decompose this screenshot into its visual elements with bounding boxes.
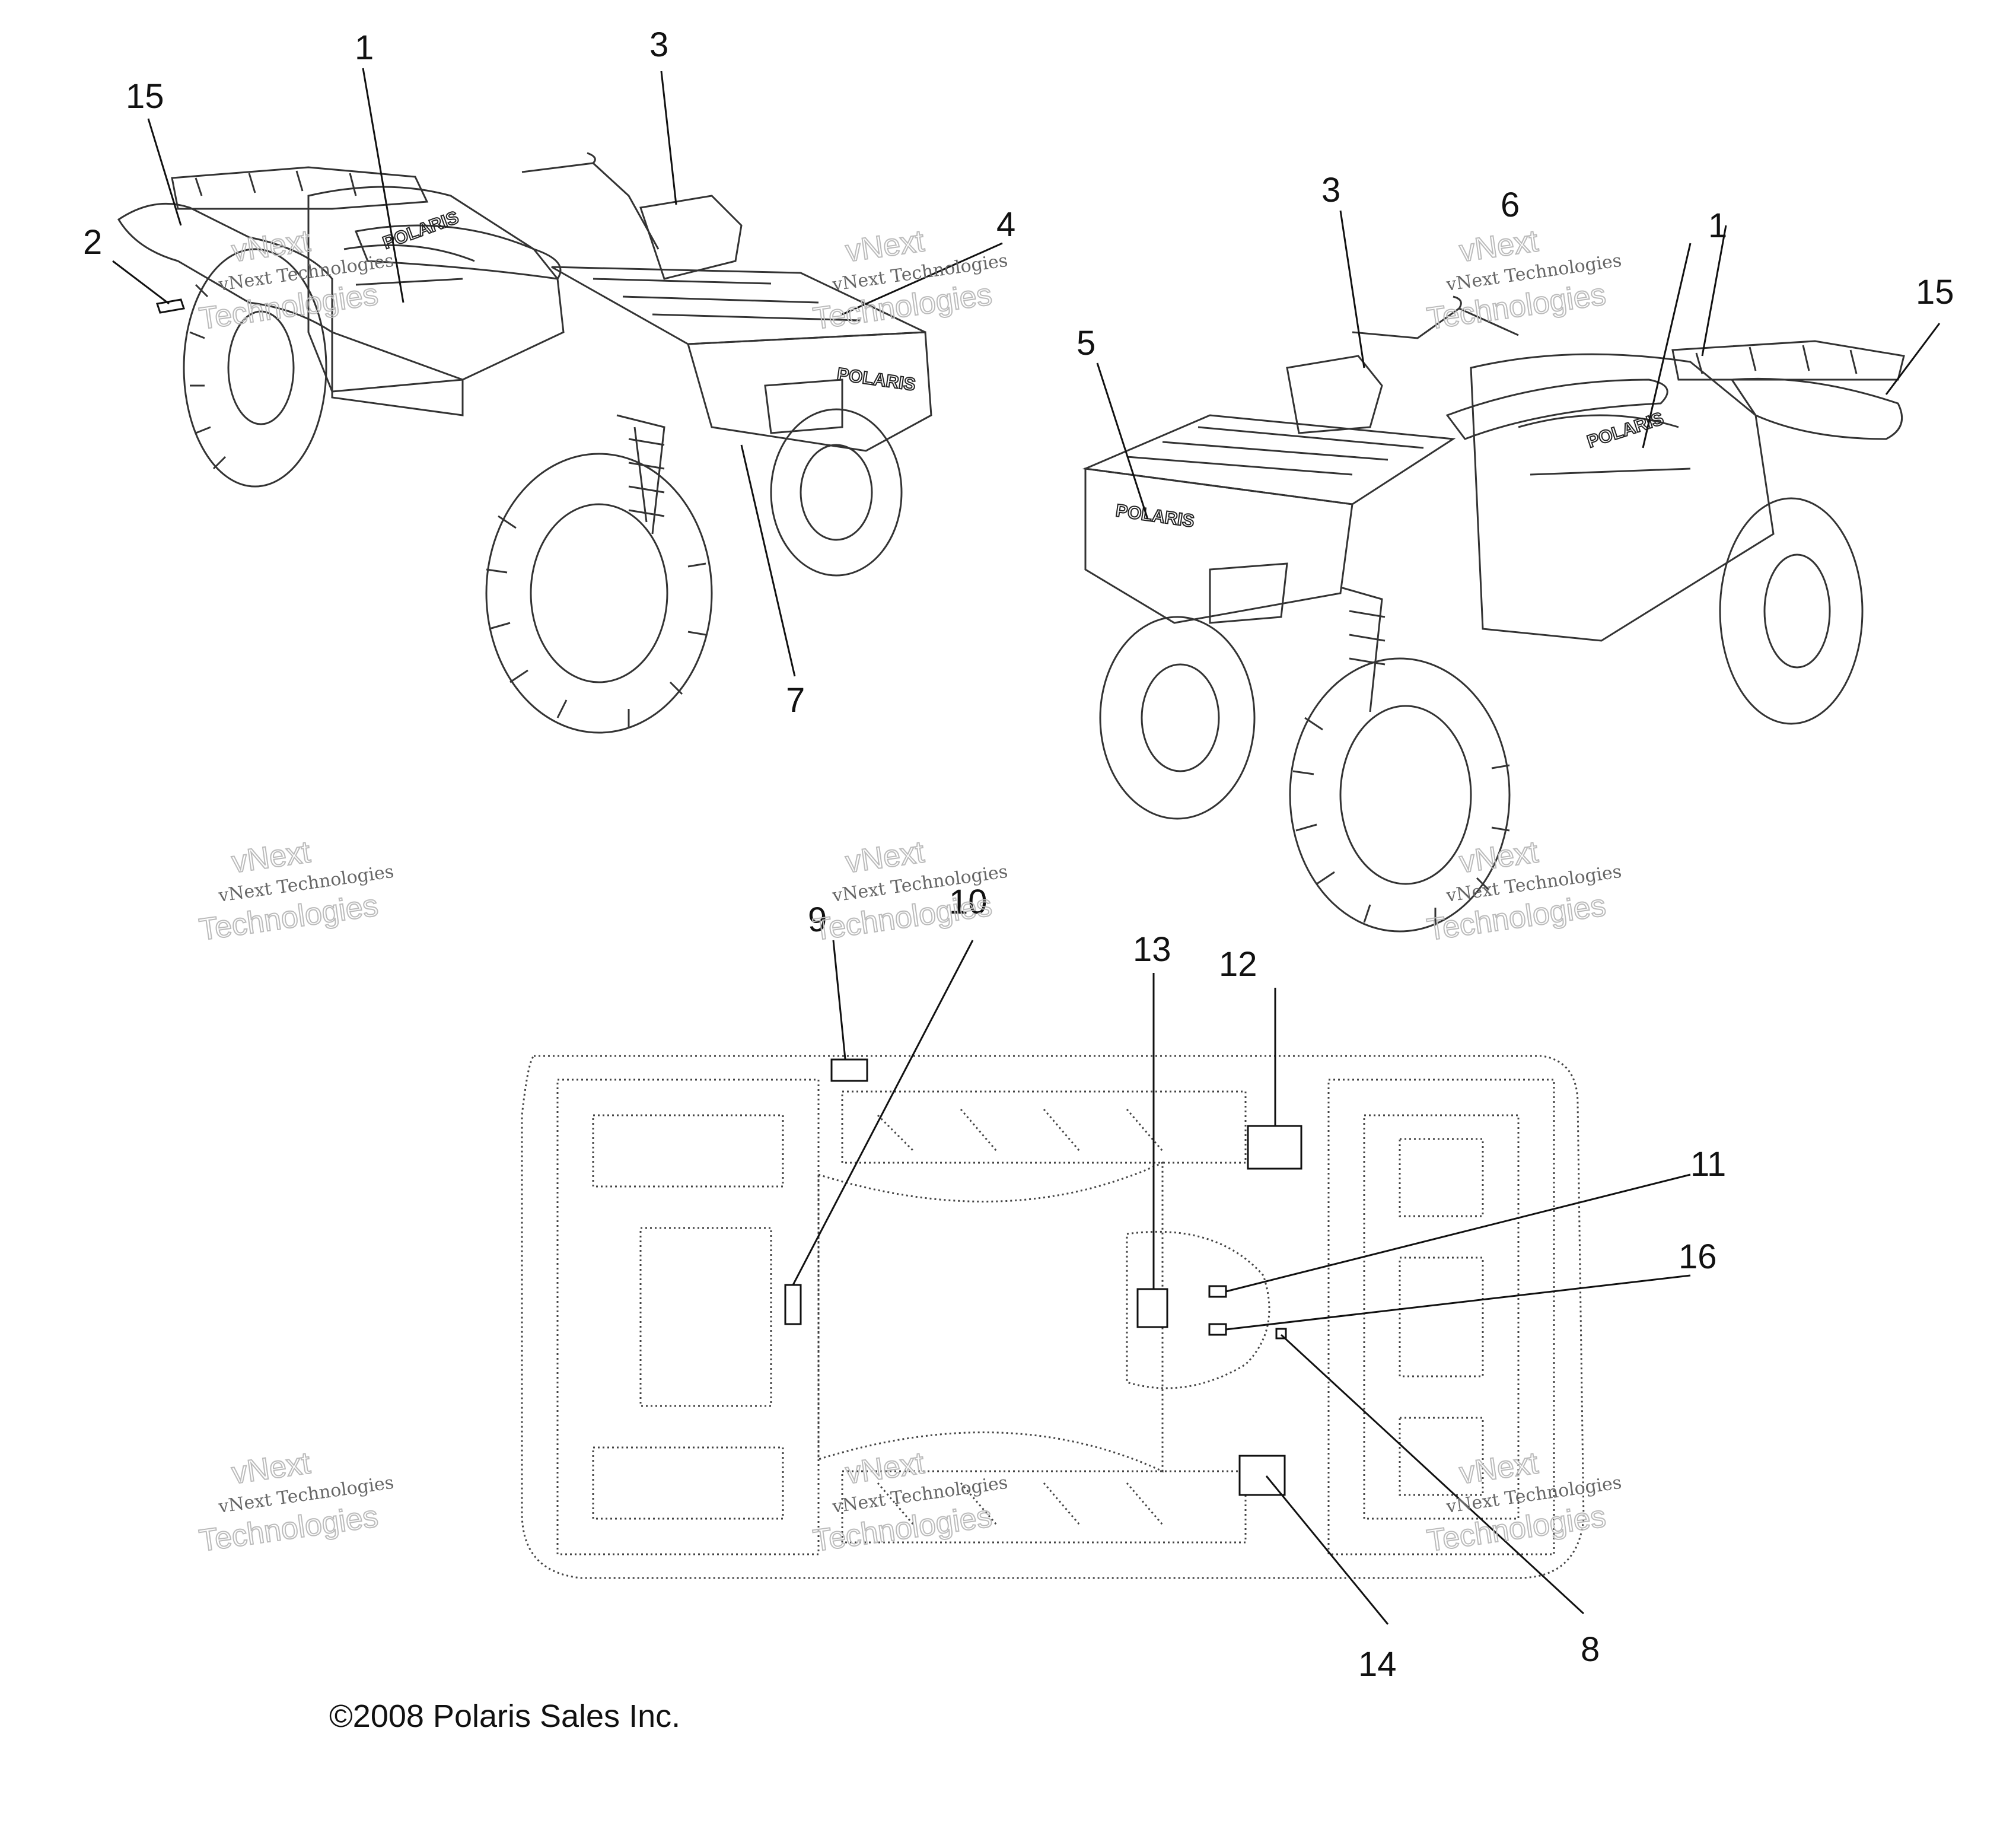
svg-text:vNext: vNext [230, 835, 313, 880]
decal-12-marker [1247, 1125, 1302, 1170]
svg-text:vNext: vNext [843, 224, 926, 269]
callout-3-right: 3 [1321, 171, 1340, 209]
callout-12: 12 [1219, 945, 1257, 984]
callout-6: 6 [1501, 186, 1520, 224]
copyright-notice: ©2008 Polaris Sales Inc. [329, 1698, 681, 1734]
svg-text:vNext: vNext [843, 1446, 926, 1491]
decal-markers [156, 298, 1302, 1496]
callout-15-right: 15 [1916, 273, 1954, 311]
callout-3-left: 3 [649, 26, 668, 64]
svg-text:vNext: vNext [1457, 1446, 1540, 1491]
polaris-logo-right-front: POLARIS [1114, 501, 1196, 531]
svg-text:vNext: vNext [843, 835, 926, 880]
callout-16: 16 [1679, 1237, 1717, 1276]
svg-text:vNext: vNext [1457, 224, 1540, 269]
watermark: vNext vNext Technologies Technologies [196, 1445, 395, 1559]
watermark: vNext vNext Technologies Technologies [810, 834, 1009, 948]
callout-5: 5 [1077, 324, 1095, 362]
decal-2-marker [156, 298, 185, 314]
callout-13: 13 [1133, 930, 1171, 969]
callout-9: 9 [808, 901, 827, 939]
callout-labels: 15 1 3 2 4 7 3 6 1 15 5 9 10 13 12 11 16… [83, 26, 1954, 1684]
callout-1-right: 1 [1708, 206, 1727, 245]
watermark: vNext vNext Technologies Technologies [196, 223, 395, 337]
atv-right-illustration: POLARIS POLARIS [1082, 295, 1905, 933]
polaris-logo-left-front: POLARIS [836, 364, 917, 394]
callout-11: 11 [1690, 1145, 1726, 1183]
svg-text:vNext: vNext [230, 1446, 313, 1491]
decal-9-marker [830, 1058, 868, 1082]
callout-15-left: 15 [126, 77, 164, 116]
callout-4: 4 [996, 205, 1015, 244]
svg-text:vNext: vNext [1457, 835, 1540, 880]
decal-13-marker [1136, 1288, 1168, 1328]
decal-10-marker [784, 1284, 802, 1325]
svg-text:vNext: vNext [230, 224, 313, 269]
leader-lines [112, 68, 1941, 1625]
callout-1-left: 1 [355, 28, 374, 67]
watermark: vNext vNext Technologies Technologies [810, 1445, 1009, 1559]
watermark: vNext vNext Technologies Technologies [196, 834, 395, 948]
decal-16-marker [1208, 1323, 1227, 1336]
callout-10: 10 [949, 883, 988, 921]
callout-8: 8 [1581, 1630, 1600, 1669]
watermark: vNext vNext Technologies Technologies [1424, 1445, 1623, 1559]
atv-top-view-illustration [521, 1055, 1585, 1579]
decal-11-marker [1208, 1285, 1227, 1298]
callout-7: 7 [786, 681, 805, 720]
watermark: vNext vNext Technologies Technologies [810, 223, 1009, 337]
callout-2: 2 [83, 223, 102, 262]
watermark: vNext vNext Technologies Technologies [1424, 223, 1623, 337]
watermark: vNext vNext Technologies Technologies [1424, 834, 1623, 948]
watermarks: vNext vNext Technologies Technologies vN… [196, 223, 1623, 1559]
callout-14: 14 [1358, 1645, 1397, 1684]
